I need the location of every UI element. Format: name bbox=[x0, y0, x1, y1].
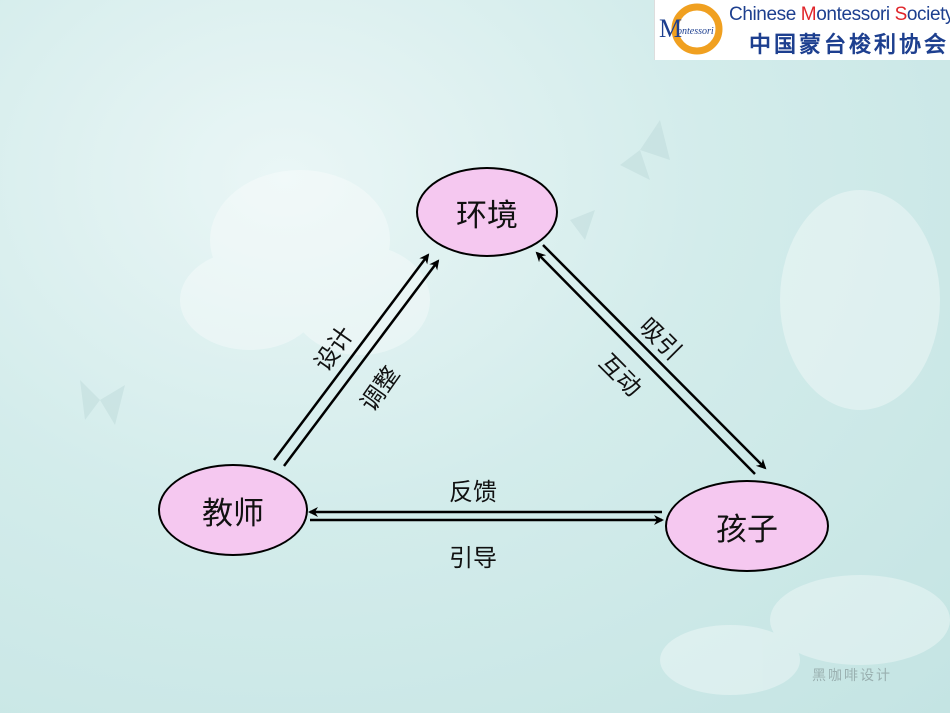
montessori-logo-icon: M bbox=[659, 3, 723, 55]
node-child: 孩子 bbox=[665, 480, 829, 572]
arrow-child-to-environment bbox=[535, 251, 756, 475]
label-feedback: 反馈 bbox=[449, 478, 497, 506]
logo-english-name: Chinese Montessori Society bbox=[729, 4, 950, 25]
node-teacher: 教师 bbox=[158, 464, 308, 556]
arrow-teacher-to-environment-2 bbox=[283, 259, 440, 467]
society-logo: M ontessori Chinese Montessori Society 中… bbox=[654, 0, 950, 60]
watermark-text: 黑咖啡设计 bbox=[812, 668, 892, 684]
label-guide: 引导 bbox=[449, 544, 497, 572]
arrow-environment-to-child bbox=[542, 244, 767, 470]
node-teacher-label: 教师 bbox=[202, 495, 264, 532]
logo-chinese-name: 中国蒙台梭利协会 bbox=[749, 33, 950, 58]
logo-script-text: ontessori bbox=[677, 26, 714, 37]
node-environment-label: 环境 bbox=[456, 197, 518, 234]
node-child-label: 孩子 bbox=[716, 511, 778, 548]
svg-text:M: M bbox=[659, 14, 682, 43]
node-environment: 环境 bbox=[416, 167, 558, 257]
arrow-teacher-to-environment bbox=[273, 253, 430, 461]
